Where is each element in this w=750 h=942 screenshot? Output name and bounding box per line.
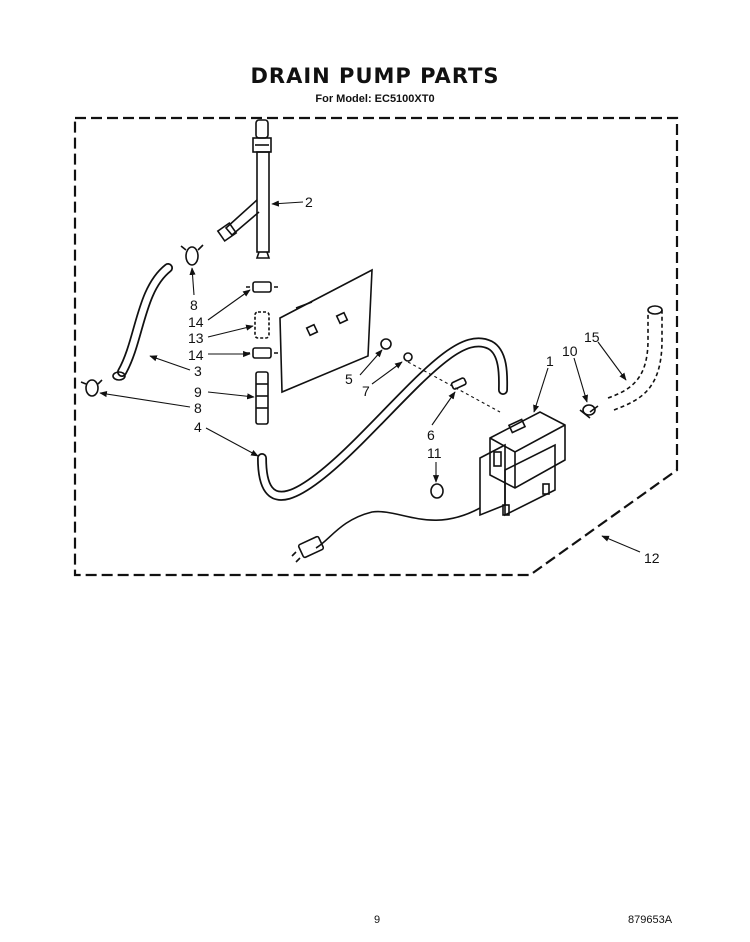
callout-13: 13 xyxy=(188,330,204,346)
page-title: DRAIN PUMP PARTS xyxy=(250,64,500,88)
leader-lines xyxy=(99,200,641,553)
callout-14-upper: 14 xyxy=(188,314,204,330)
callout-10: 10 xyxy=(562,343,578,359)
callout-6: 6 xyxy=(427,427,435,443)
callout-12: 12 xyxy=(644,550,660,566)
callout-1: 1 xyxy=(546,353,554,369)
callout-15: 15 xyxy=(584,329,600,345)
grommet xyxy=(430,483,444,499)
mounting-bracket xyxy=(279,268,373,394)
outlet-clamp xyxy=(582,404,596,416)
tee-tube xyxy=(216,119,272,259)
hose-clamp-upper xyxy=(180,244,204,266)
washer xyxy=(403,352,413,362)
kit-boundary xyxy=(73,116,679,577)
model-subtitle: For Model: EC5100XT0 xyxy=(315,93,435,105)
document-code: 879653A xyxy=(628,914,673,926)
callout-11: 11 xyxy=(427,445,442,461)
page-number: 9 xyxy=(374,914,381,926)
callout-4: 4 xyxy=(194,419,202,435)
callout-9: 9 xyxy=(194,384,202,400)
outlet-hose xyxy=(607,305,663,411)
callout-labels: 2 8 14 13 14 3 9 8 4 5 7 6 11 1 10 15 12 xyxy=(188,194,660,566)
callout-8-upper: 8 xyxy=(190,297,198,313)
callout-7: 7 xyxy=(362,383,370,399)
screw xyxy=(380,338,392,350)
grommet-pin xyxy=(450,377,467,390)
drain-pump-assembly xyxy=(479,404,599,517)
drain-hose-long xyxy=(257,337,509,501)
callout-14-lower: 14 xyxy=(188,347,204,363)
callout-3: 3 xyxy=(194,363,202,379)
drain-hose-short xyxy=(112,263,173,381)
power-cord xyxy=(291,507,481,563)
check-valve-stack xyxy=(246,281,278,425)
callout-5: 5 xyxy=(345,371,353,387)
hose-clamp-lower xyxy=(80,379,103,397)
callout-8-lower: 8 xyxy=(194,400,202,416)
callout-2: 2 xyxy=(305,194,313,210)
